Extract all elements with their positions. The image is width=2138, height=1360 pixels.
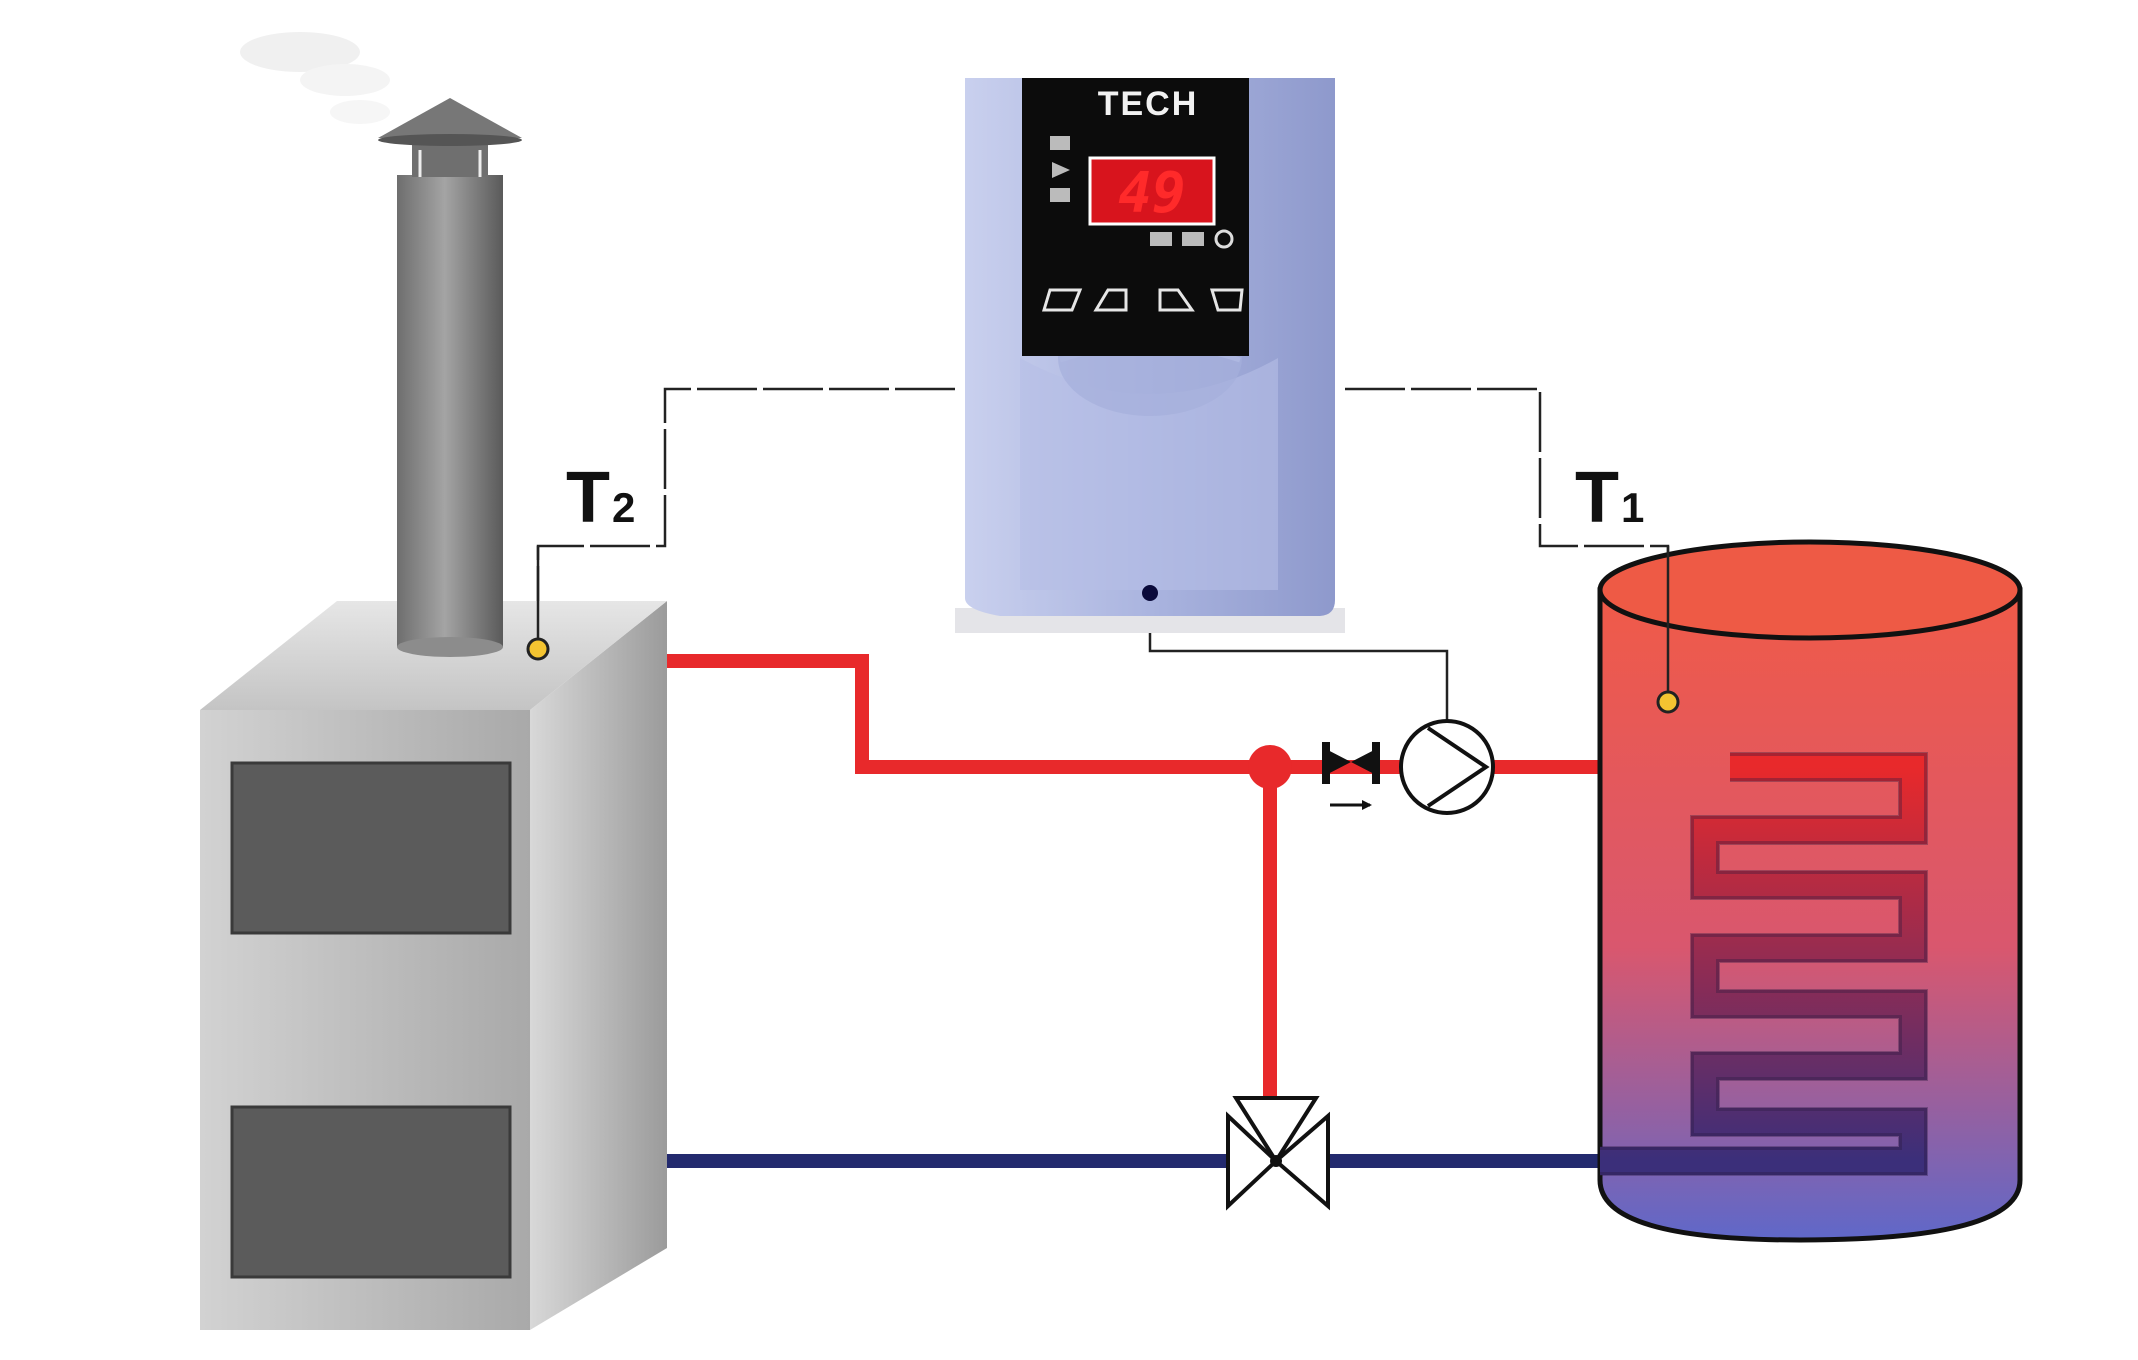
tank-temperature-sensor: [1656, 546, 1680, 714]
smoke-icon: [240, 32, 390, 124]
hot-supply-pipe: [667, 654, 1730, 1120]
tank-body: [1597, 587, 2023, 1243]
controller-buttons: [1041, 288, 1244, 312]
storage-tank: [1597, 539, 2023, 1243]
sensor-label-t2: T2: [566, 458, 635, 538]
boiler-lower-door: [230, 1105, 512, 1279]
led-display: [1088, 156, 1216, 226]
pipe-junction: [1248, 745, 1292, 789]
three-way-valve-icon: [1226, 1096, 1330, 1211]
controller-brand: TECH: [1098, 85, 1199, 123]
display-status-icons: [1050, 136, 1234, 249]
tech-controller: TECH 49: [955, 78, 1345, 633]
check-valve-icon: [1322, 742, 1380, 810]
wire-pump: [1148, 632, 1449, 720]
button-1[interactable]: [1041, 288, 1083, 312]
button-4[interactable]: [1209, 288, 1244, 312]
boiler-temperature-sensor: [526, 546, 550, 661]
boiler-side: [530, 601, 667, 1330]
sensor-label-t1: T1: [1575, 458, 1644, 538]
boiler-upper-door: [230, 761, 512, 935]
pump-icon: [1399, 719, 1495, 815]
button-3[interactable]: [1158, 288, 1195, 312]
display-value: 49: [1118, 161, 1185, 226]
status-ring-icon: [1214, 229, 1234, 249]
button-2[interactable]: [1093, 288, 1128, 312]
controller-indicator-dot: [1142, 585, 1158, 601]
chimney-cap: [378, 98, 522, 138]
tank-top: [1597, 539, 2023, 641]
chimney: [397, 175, 503, 647]
boiler: [200, 98, 667, 1330]
